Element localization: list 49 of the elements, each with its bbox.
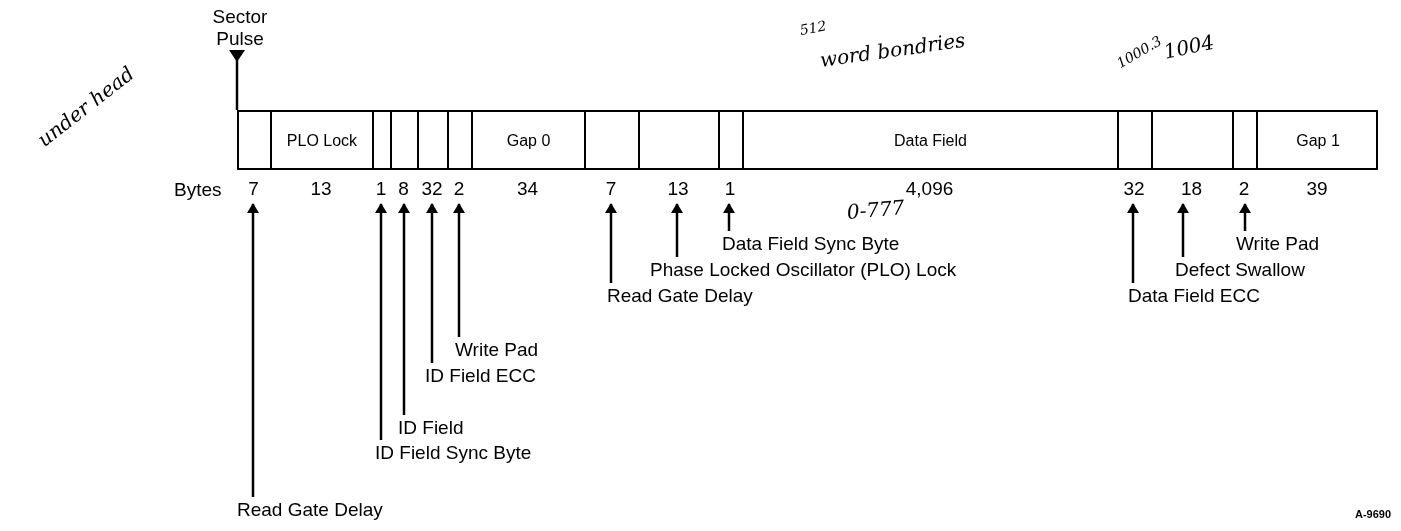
byte-count: 34 [516, 178, 539, 200]
handwritten-note: 0-777 [845, 195, 906, 224]
field-label: Phase Locked Oscillator (PLO) Lock [650, 259, 957, 281]
leader-arrow [723, 203, 735, 231]
byte-count: 8 [398, 178, 409, 200]
segment: PLO Lock [270, 112, 372, 168]
byte-count: 18 [1180, 178, 1203, 200]
byte-count: 1 [724, 178, 736, 200]
pulse-marker [229, 50, 245, 110]
byte-count: 2 [1238, 178, 1250, 200]
field-label: Data Field ECC [1128, 285, 1260, 307]
leader-arrow [453, 203, 465, 337]
byte-count: 32 [1123, 178, 1145, 200]
leader-arrow [671, 203, 683, 257]
byte-count: 7 [605, 178, 617, 200]
leader-arrow [398, 203, 410, 415]
leader-arrow [605, 203, 617, 283]
byte-count: 39 [1306, 178, 1328, 200]
byte-count: 1 [375, 178, 387, 200]
row-label: Bytes [174, 179, 222, 201]
byte-count: 7 [248, 178, 259, 200]
field-label: Write Pad [1236, 233, 1320, 255]
byte-count: 13 [667, 178, 689, 200]
leader-arrow [426, 203, 438, 363]
byte-count: 32 [421, 178, 443, 200]
field-label: ID Field ECC [425, 365, 536, 387]
leader-arrow [1177, 203, 1189, 257]
leader-arrow [375, 203, 387, 440]
segment: Gap 1 [1256, 112, 1378, 168]
field-label: Read Gate Delay [237, 499, 383, 521]
figure-number: A-9690 [1355, 507, 1392, 521]
segment: Gap 0 [471, 112, 584, 168]
handwritten-note: 1004 [1161, 29, 1217, 64]
leader-arrow [1127, 203, 1139, 283]
byte-count: 4,096 [905, 178, 954, 200]
leader-arrow [1239, 203, 1251, 231]
segment: Data Field [742, 112, 1117, 168]
field-label: ID Field [398, 417, 464, 439]
track-bar [237, 110, 1378, 170]
field-label: ID Field Sync Byte [375, 442, 532, 464]
byte-count: 13 [310, 178, 332, 200]
byte-count: 2 [453, 178, 465, 200]
field-label: Defect Swallow [1175, 259, 1305, 281]
field-label: Data Field Sync Byte [722, 233, 900, 255]
field-label: Read Gate Delay [607, 285, 753, 307]
leader-arrow [247, 203, 259, 497]
pulse-label: Sector Pulse [210, 6, 270, 50]
field-label: Write Pad [455, 339, 539, 361]
handwritten-note: 512 [798, 17, 828, 39]
